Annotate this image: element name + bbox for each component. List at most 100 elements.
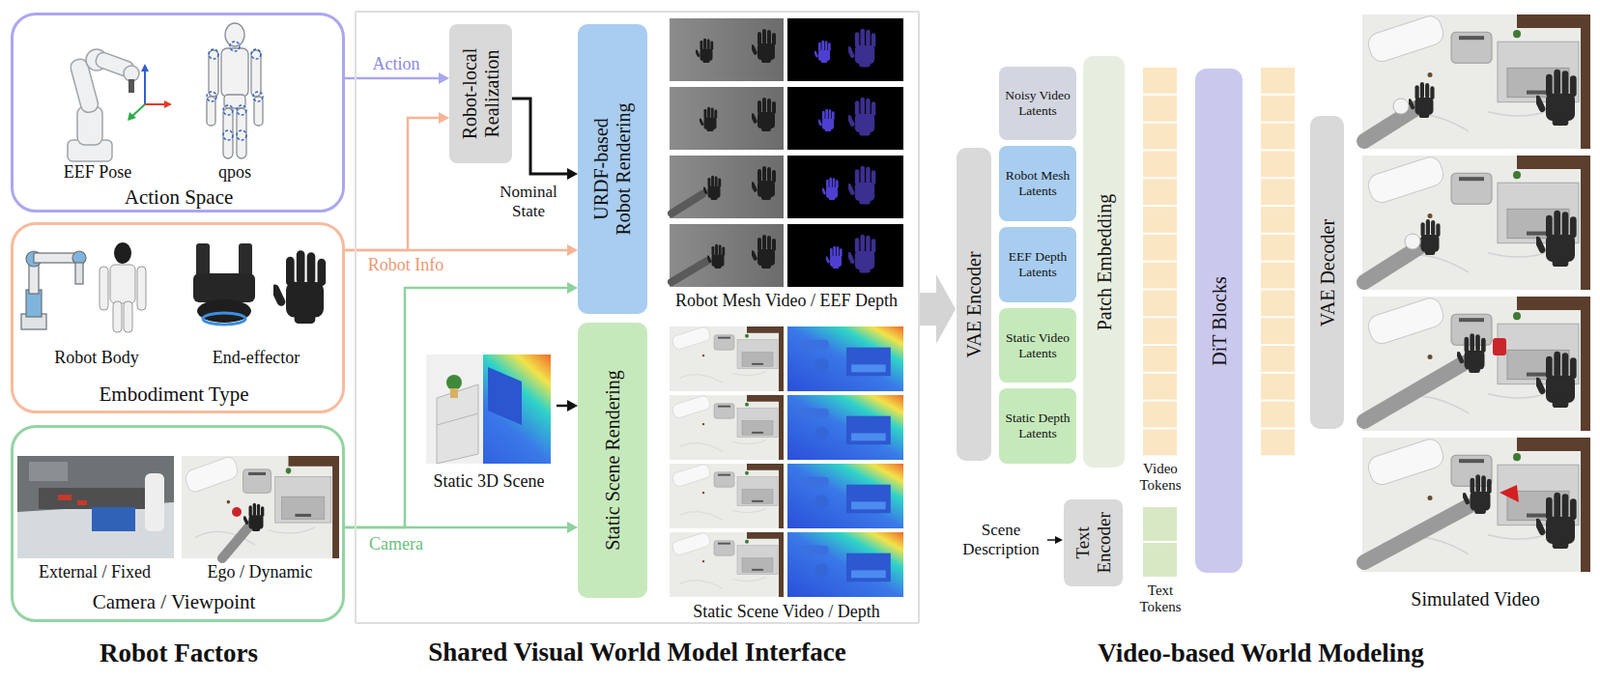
static-3d-scene-figure	[436, 384, 479, 464]
node-text: qpos	[218, 162, 252, 183]
connector	[344, 249, 568, 253]
render-box: Static Scene Rendering	[577, 322, 648, 599]
external-camera-photo	[144, 473, 165, 532]
robot-mesh-frames	[702, 175, 721, 200]
node-text: Robot-local Realization	[458, 33, 504, 155]
robot-arm-figure	[141, 63, 149, 72]
gripper-figure	[193, 273, 256, 303]
arrow-head	[567, 400, 578, 412]
humanoid-figure	[251, 49, 261, 59]
robot-arm-figure	[144, 103, 167, 106]
robot-arm-figure	[131, 104, 145, 117]
static-scene-frames	[669, 394, 784, 460]
eef-depth-frames	[787, 224, 904, 287]
factor-box: EEF PoseqposAction Space	[10, 12, 345, 213]
node-text: Static Scene Rendering	[601, 335, 625, 587]
robot-arm-figure	[143, 69, 146, 105]
text-tokens	[1142, 507, 1177, 577]
humanoid-body-figure	[123, 301, 133, 333]
leader-arrow	[1047, 536, 1063, 544]
humanoid-figure	[206, 41, 263, 141]
simulated-video-frames	[1364, 506, 1469, 563]
node-text: URDF-based Robot Rendering	[590, 101, 635, 237]
edge-label: Nominal State	[487, 182, 570, 221]
connector	[512, 98, 568, 174]
humanoid-body-figure	[99, 266, 109, 311]
latent-box: Static Depth Latents	[999, 388, 1077, 464]
eef-depth-frames	[825, 246, 843, 269]
humanoid-figure	[236, 108, 247, 159]
connector	[344, 117, 439, 251]
robot-arm-figure	[123, 65, 140, 82]
static-3d-scene-figure	[450, 388, 458, 399]
figure-label: Robot Factors	[97, 638, 260, 669]
humanoid-figure	[225, 23, 245, 47]
eef-depth-frames	[787, 155, 904, 219]
humanoid-figure	[206, 23, 263, 159]
eef-depth-frames	[817, 109, 835, 132]
edge-label: Camera	[367, 534, 426, 555]
simulated-video-frames	[1364, 363, 1464, 422]
connector	[344, 77, 439, 81]
simulated-video-frames	[1533, 351, 1577, 408]
eef-depth-frames	[846, 234, 877, 274]
static-scene-frames	[669, 531, 784, 598]
eef-depth-frames	[821, 177, 839, 200]
edge-label: Robot Info	[366, 255, 447, 276]
simulated-video-frames	[1364, 245, 1423, 283]
humanoid-body-figure	[99, 242, 146, 333]
node-text: Ego / Dynamic	[207, 562, 314, 583]
robot-arm-figure	[128, 79, 135, 93]
node-text: Patch Embedding	[1092, 68, 1115, 456]
ego-camera-photo	[231, 507, 242, 517]
latent-box: Robot Mesh Latents	[999, 145, 1077, 222]
node-text: Embodiment Type	[98, 382, 249, 406]
node-text: Camera / Viewpoint	[92, 590, 257, 614]
eef-depth-frames	[846, 28, 877, 68]
arrow-head	[567, 244, 578, 257]
simulated-video-frames	[1455, 333, 1486, 373]
figure-label: Robot Mesh Video / EEF Depth	[673, 290, 900, 312]
robot-mesh-frames	[669, 18, 784, 82]
humanoid-figure	[208, 49, 219, 59]
external-camera-photo	[57, 494, 72, 501]
video-tokens	[1260, 67, 1295, 458]
figure-label: Scene Description	[957, 520, 1045, 559]
robot-arm-figure	[67, 49, 172, 162]
ur-arm-figure	[21, 251, 86, 330]
node-text: EEF Depth Latents	[1001, 249, 1074, 280]
humanoid-figure	[223, 130, 233, 141]
edge-label: Action	[371, 54, 423, 75]
simulated-video-frames	[1364, 108, 1417, 142]
node-text: VAE Decoder	[1315, 127, 1339, 418]
static-scene-frames	[787, 395, 904, 460]
simulated-video-frames	[1362, 13, 1591, 149]
encoder-box: Text Encoder	[1063, 499, 1123, 587]
static-3d-scene-figure	[487, 367, 522, 426]
humanoid-figure	[206, 91, 217, 102]
robot-mesh-frames	[698, 107, 717, 132]
decoder-box: VAE Decoder	[1310, 115, 1344, 429]
node-text: DiT Blocks	[1207, 88, 1230, 553]
arrow-head	[567, 168, 578, 180]
arrow-head	[567, 521, 578, 534]
ego-camera-photo	[181, 455, 340, 559]
node-text: VAE Encoder	[963, 159, 986, 450]
humanoid-figure	[221, 48, 249, 97]
eef-depth-frames	[787, 86, 904, 150]
dex-hand-figure	[269, 250, 326, 324]
static-3d-scene-figure	[446, 374, 462, 391]
node-text: Text Encoder	[1072, 504, 1115, 582]
robot-arm-figure	[164, 100, 172, 109]
simulated-video-frames	[1533, 69, 1577, 126]
robot-mesh-frames	[749, 166, 776, 200]
connector	[344, 287, 568, 528]
text-tokens	[1142, 542, 1177, 577]
robot-mesh-frames	[749, 97, 776, 132]
simulated-video-frames	[1362, 295, 1591, 431]
leader-arrow	[1055, 536, 1063, 544]
figure-label: Static Scene Video / Depth	[690, 601, 883, 623]
gripper-figure	[238, 243, 253, 277]
